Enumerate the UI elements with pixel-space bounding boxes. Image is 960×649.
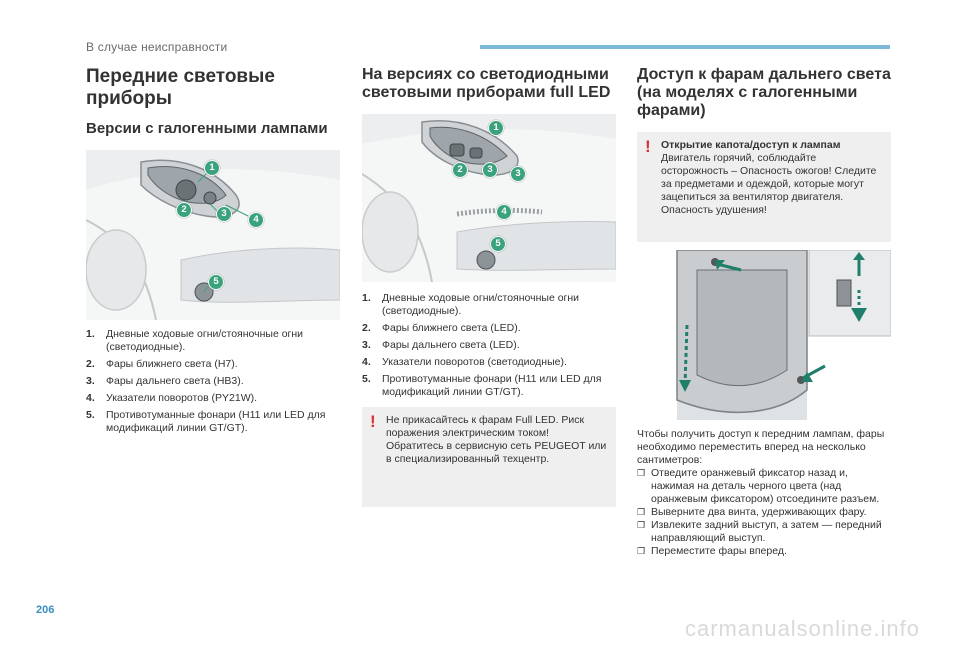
car-front-illustration [86,150,340,320]
column-access: Доступ к фарам дальнего света (на моделя… [637,66,891,558]
callout-5: 5 [208,274,224,290]
legend-item: 4.Указатели поворотов (светодиодные). [362,356,567,368]
callout-4: 4 [496,204,512,220]
checkbox-icon: ❒ [637,520,646,530]
headlamp-removal-figure [637,250,891,420]
checkbox-icon: ❒ [637,507,646,517]
column-full-led: На версиях со светодиодными световыми пр… [362,66,616,507]
warning-icon: ! [645,137,651,156]
callout-1: 1 [204,160,220,176]
access-title: Доступ к фарам дальнего света (на моделя… [637,66,891,119]
legend-item: 1.Дневные ходовые огни/стояночные огни (… [362,292,580,317]
section-header: В случае неисправности [86,40,228,54]
legend-item: 5.Противотуманные фонари (H11 или LED дл… [362,373,602,398]
callout-1: 1 [488,120,504,136]
callout-2: 2 [176,202,192,218]
watermark: carmanualsonline.info [684,616,920,641]
access-steps: ❒Отведите оранжевый фиксатор назад и, на… [637,467,891,558]
checkbox-icon: ❒ [637,546,646,556]
warning-text: Не прикасайтесь к фарам Full LED. Риск п… [386,414,607,465]
step-item: ❒Переместите фары вперед. [637,545,787,557]
legend-item: 3.Фары дальнего света (HB3). [86,375,244,387]
headlamp-removal-illustration [676,250,891,420]
step-item: ❒Отведите оранжевый фиксатор назад и, на… [637,467,880,505]
legend-item: 4.Указатели поворотов (PY21W). [86,392,258,404]
column-halogen: Передние световые приборы Версии с галог… [86,66,340,439]
access-intro: Чтобы получить доступ к передним лампам,… [637,428,885,466]
page-number: 206 [36,604,55,616]
callout-3: 3 [482,162,498,178]
legend-item: 1.Дневные ходовые огни/стояночные огни (… [86,328,304,353]
hood-warning: ! Открытие капота/доступ к лампам Двигат… [637,132,891,242]
page-title: Передние световые приборы [86,66,275,109]
callout-4: 4 [248,212,264,228]
callout-2: 2 [452,162,468,178]
legend-item: 3.Фары дальнего света (LED). [362,339,520,351]
checkbox-icon: ❒ [637,468,646,478]
callout-5: 5 [490,236,506,252]
legend-item: 2.Фары ближнего света (LED). [362,322,521,334]
full-led-warning: ! Не прикасайтесь к фарам Full LED. Риск… [362,407,616,507]
full-led-title: На версиях со светодиодными световыми пр… [362,66,611,101]
full-led-legend: 1.Дневные ходовые огни/стояночные огни (… [362,292,616,399]
car-front-led-illustration [362,114,616,282]
callout-3-second: 3 [510,166,526,182]
halogen-headlamp-figure: 1 2 3 4 5 [86,150,340,320]
header-bar [480,45,890,49]
halogen-legend: 1.Дневные ходовые огни/стояночные огни (… [86,328,340,435]
warning-text: Двигатель горячий, соблюдайте осторожнос… [661,152,877,216]
warning-heading: Открытие капота/доступ к лампам [661,139,841,151]
legend-item: 2.Фары ближнего света (H7). [86,358,238,370]
full-led-headlamp-figure: 1 2 3 3 4 5 [362,114,616,282]
halogen-subtitle: Версии с галогенными лампами [86,120,328,137]
step-item: ❒Извлеките задний выступ, а затем — пере… [637,519,882,544]
callout-3: 3 [216,206,232,222]
step-item: ❒Выверните два винта, удерживающих фару. [637,506,867,518]
legend-item: 5.Противотуманные фонари (H11 или LED дл… [86,409,326,434]
warning-icon: ! [370,412,376,431]
